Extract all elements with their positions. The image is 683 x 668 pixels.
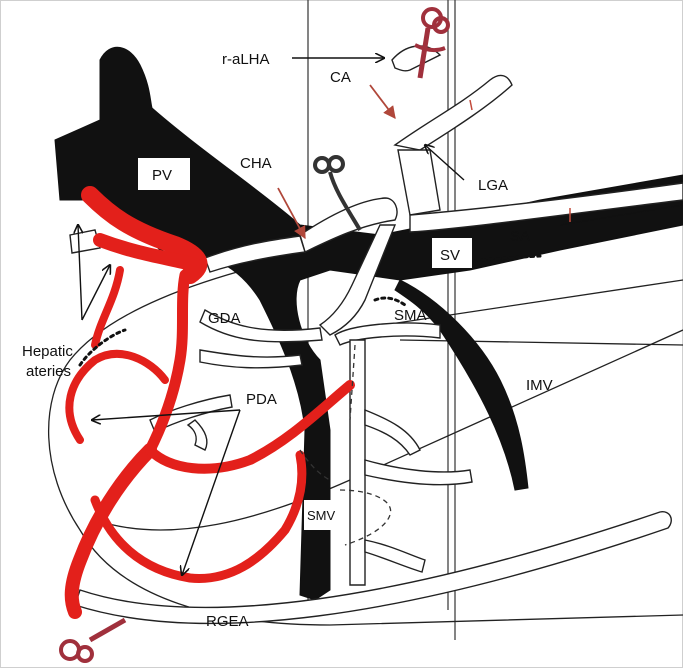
label-CA: CA [330, 69, 351, 86]
label-hepatic-2: ateries [26, 363, 71, 380]
label-RGEA: RGEA [206, 613, 249, 630]
label-IMV: IMV [526, 377, 553, 394]
portal-vein-system [55, 47, 683, 600]
label-SA: SA [510, 228, 530, 245]
label-PDA: PDA [246, 391, 277, 408]
arrow-CA [370, 85, 395, 118]
arrow-pda-2 [182, 410, 240, 575]
label-CHA: CHA [240, 155, 272, 172]
label-LGA: LGA [478, 177, 508, 194]
pancreas-outline [49, 260, 683, 625]
label-SMA: SMA [394, 307, 427, 324]
label-GDA: GDA [208, 310, 241, 327]
label-r-aLHA: r-aLHA [222, 51, 270, 68]
label-PV: PV [152, 167, 172, 184]
label-SV: SV [440, 247, 460, 264]
label-SMV: SMV [307, 508, 336, 523]
label-hepatic-1: Hepatic [22, 343, 73, 360]
